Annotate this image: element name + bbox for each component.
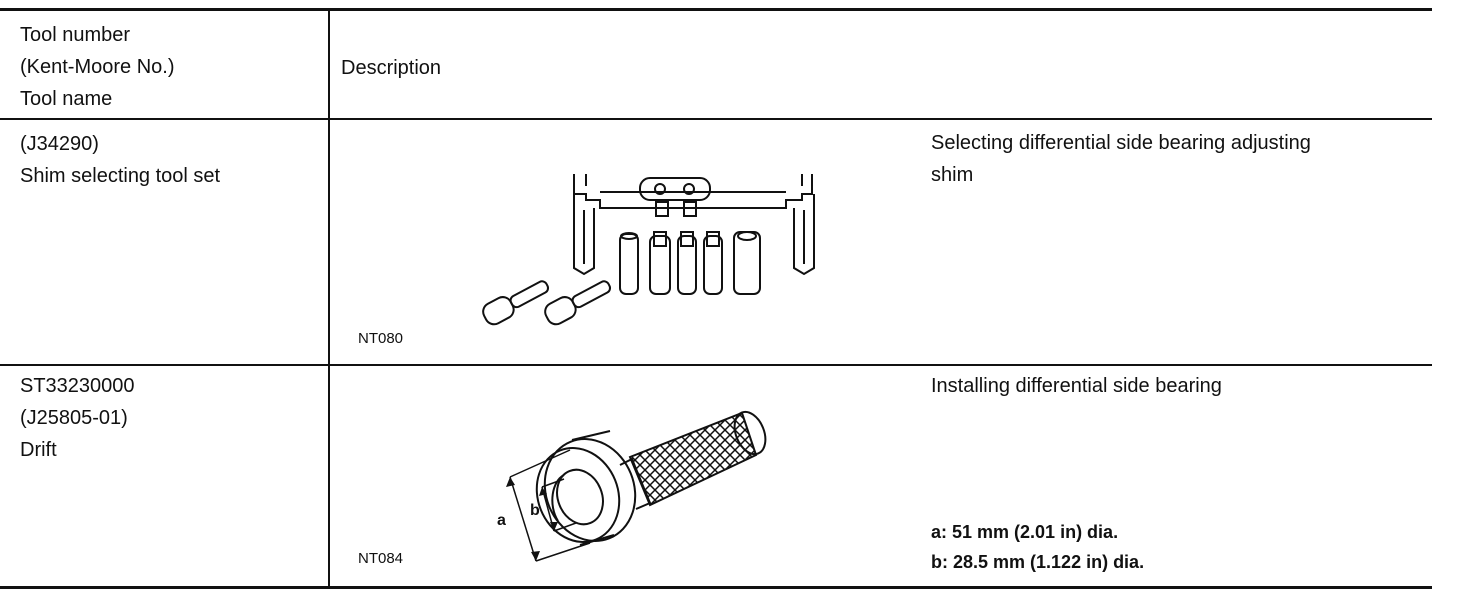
header-bottom-rule bbox=[0, 118, 1432, 120]
row1-bottom-rule bbox=[0, 364, 1432, 366]
spec-b: b: 28.5 mm (1.122 in) dia. bbox=[931, 552, 1145, 572]
header-description: Description bbox=[341, 57, 442, 79]
header-tool-number: Tool number bbox=[20, 24, 131, 46]
spec-a: a: 51 mm (2.01 in) dia. bbox=[931, 522, 1119, 542]
drift-illustration bbox=[506, 410, 767, 562]
header-kent-moore: (Kent-Moore No.) bbox=[20, 56, 175, 78]
shim-selecting-tool-set-illustration bbox=[482, 174, 815, 326]
row2-tool-number: ST33230000 bbox=[20, 375, 135, 397]
row2-kent-moore-no: (J25805-01) bbox=[20, 407, 128, 429]
row1-tool-name: Shim selecting tool set bbox=[20, 165, 221, 187]
row2-figure-code: NT084 bbox=[358, 550, 404, 567]
row1-description-line2: shim bbox=[931, 164, 974, 186]
header-tool-name: Tool name bbox=[20, 88, 113, 110]
dimension-label-a: a bbox=[497, 512, 506, 529]
row1-description-line1: Selecting differential side bearing adju… bbox=[931, 132, 1311, 154]
row2-description: Installing differential side bearing bbox=[931, 375, 1222, 397]
table-bottom-rule bbox=[0, 586, 1432, 589]
table-top-rule bbox=[0, 8, 1432, 11]
row1-figure-code: NT080 bbox=[358, 330, 404, 347]
column-divider bbox=[328, 8, 330, 588]
row1-kent-moore-no: (J34290) bbox=[20, 133, 99, 155]
row2-tool-name: Drift bbox=[20, 439, 57, 461]
dimension-label-b: b bbox=[530, 502, 540, 519]
